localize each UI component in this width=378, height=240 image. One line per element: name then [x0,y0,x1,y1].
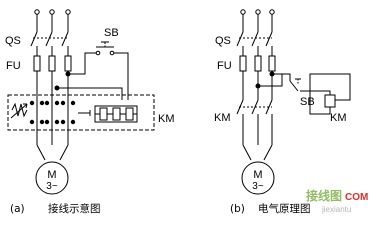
right-caption-text: 电气原理图 [258,202,311,215]
watermark-cn-text: 接线图 [306,188,342,203]
schematic-diagram-b [236,9,351,195]
watermark: 接线图 COM jiexiantu [306,188,368,214]
right-km-contact-label: KM [214,112,231,124]
right-fu-label: FU [217,60,232,72]
left-motor-letter: M [47,169,56,181]
left-km-label: KM [158,113,175,125]
right-sb-label: SB [300,96,315,108]
right-qs-label: QS [215,35,231,47]
right-motor-letter: M [253,169,262,181]
left-qs-label: QS [5,35,21,47]
right-km-coil-label: KM [330,112,347,124]
wiring-diagram-a [7,9,155,195]
left-caption-text: 接线示意图 [48,202,101,215]
right-caption-tag: (b) [230,203,245,215]
motor-control-diagram: QS FU SB KM M 3~ (a) 接线示意图 [5,9,368,215]
left-fu-label: FU [6,60,21,72]
watermark-com-text: COM [345,192,368,203]
watermark-url-text: jiexiantu [321,205,351,214]
right-motor-phase: 3~ [252,181,264,192]
left-caption-tag: (a) [10,203,25,215]
left-sb-label: SB [104,27,119,39]
left-motor-phase: 3~ [46,181,58,192]
